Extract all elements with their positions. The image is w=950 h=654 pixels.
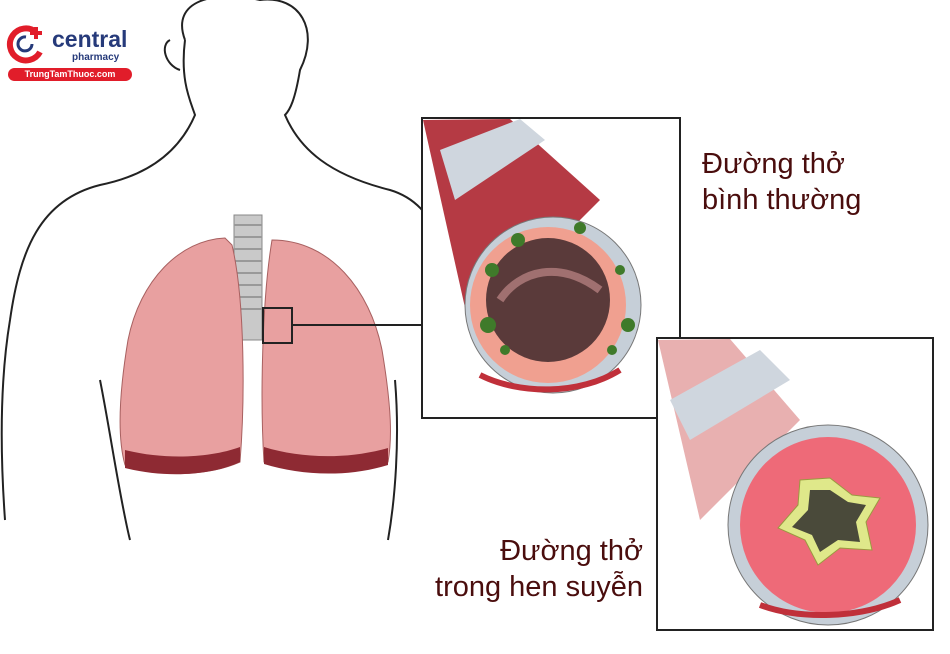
logo-mark-icon bbox=[6, 25, 43, 64]
label-asthma-airway: Đường thở trong hen suyễn bbox=[435, 533, 643, 605]
left-lung-base bbox=[125, 447, 240, 475]
left-lung bbox=[119, 237, 244, 474]
right-lung bbox=[261, 239, 391, 472]
logo-name: central bbox=[52, 26, 128, 52]
central-pharmacy-logo: central pharmacy TrungTamThuoc.com bbox=[6, 22, 136, 84]
asthma-airway-panel bbox=[656, 337, 934, 631]
label-normal-line2: bình thường bbox=[702, 184, 862, 216]
logo-url: TrungTamThuoc.com bbox=[8, 68, 132, 81]
right-lung-base bbox=[264, 447, 388, 474]
label-asthma-line1: Đường thở bbox=[500, 535, 643, 567]
label-asthma-line2: trong hen suyễn bbox=[435, 571, 643, 603]
label-normal-line1: Đường thở bbox=[702, 148, 845, 180]
normal-airway-panel bbox=[421, 117, 681, 419]
logo-subtitle: pharmacy bbox=[72, 52, 120, 63]
label-normal-airway: Đường thở bình thường bbox=[702, 146, 861, 218]
